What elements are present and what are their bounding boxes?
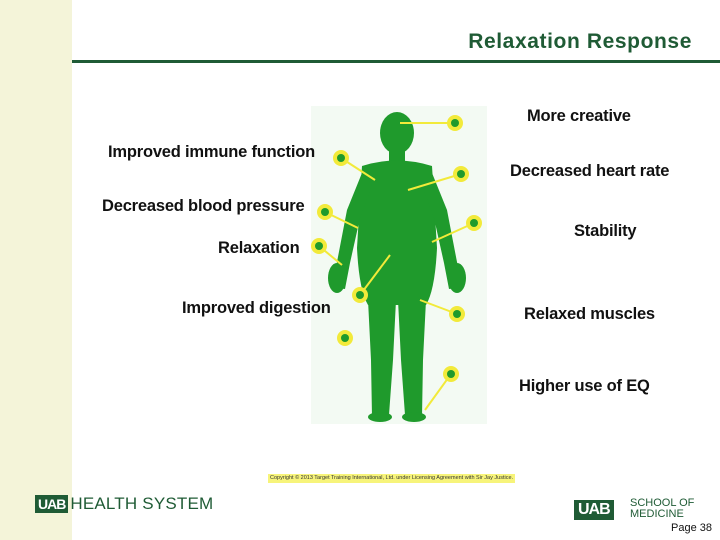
uab-logo-mark: UAB <box>35 495 68 513</box>
dot-heart-rate <box>453 166 469 182</box>
dot-blood-pressure <box>317 204 333 220</box>
health-system-wordmark: HEALTH SYSTEM <box>70 494 213 513</box>
dot-stability <box>466 215 482 231</box>
label-improved-immune: Improved immune function <box>108 143 315 162</box>
dot-digestion <box>352 287 368 303</box>
label-relaxation: Relaxation <box>218 239 299 258</box>
uab-logo-mark-right: UAB <box>574 500 614 520</box>
label-improved-digestion: Improved digestion <box>182 299 331 318</box>
label-higher-eq: Higher use of EQ <box>519 377 650 396</box>
label-decreased-bp: Decreased blood pressure <box>102 197 304 216</box>
label-relaxed-muscles: Relaxed muscles <box>524 305 655 324</box>
medicine-text: MEDICINE <box>630 509 684 520</box>
label-stability: Stability <box>574 222 636 241</box>
dot-muscles <box>449 306 465 322</box>
dot-extra-left <box>337 330 353 346</box>
dot-relaxation <box>311 238 327 254</box>
dot-more-creative <box>447 115 463 131</box>
page-number: Page 38 <box>671 522 712 534</box>
copyright-notice: Copyright © 2013 Target Training Interna… <box>268 474 515 483</box>
label-more-creative: More creative <box>527 107 631 126</box>
label-decreased-heart-rate: Decreased heart rate <box>510 162 669 181</box>
dot-eq <box>443 366 459 382</box>
dot-immune <box>333 150 349 166</box>
